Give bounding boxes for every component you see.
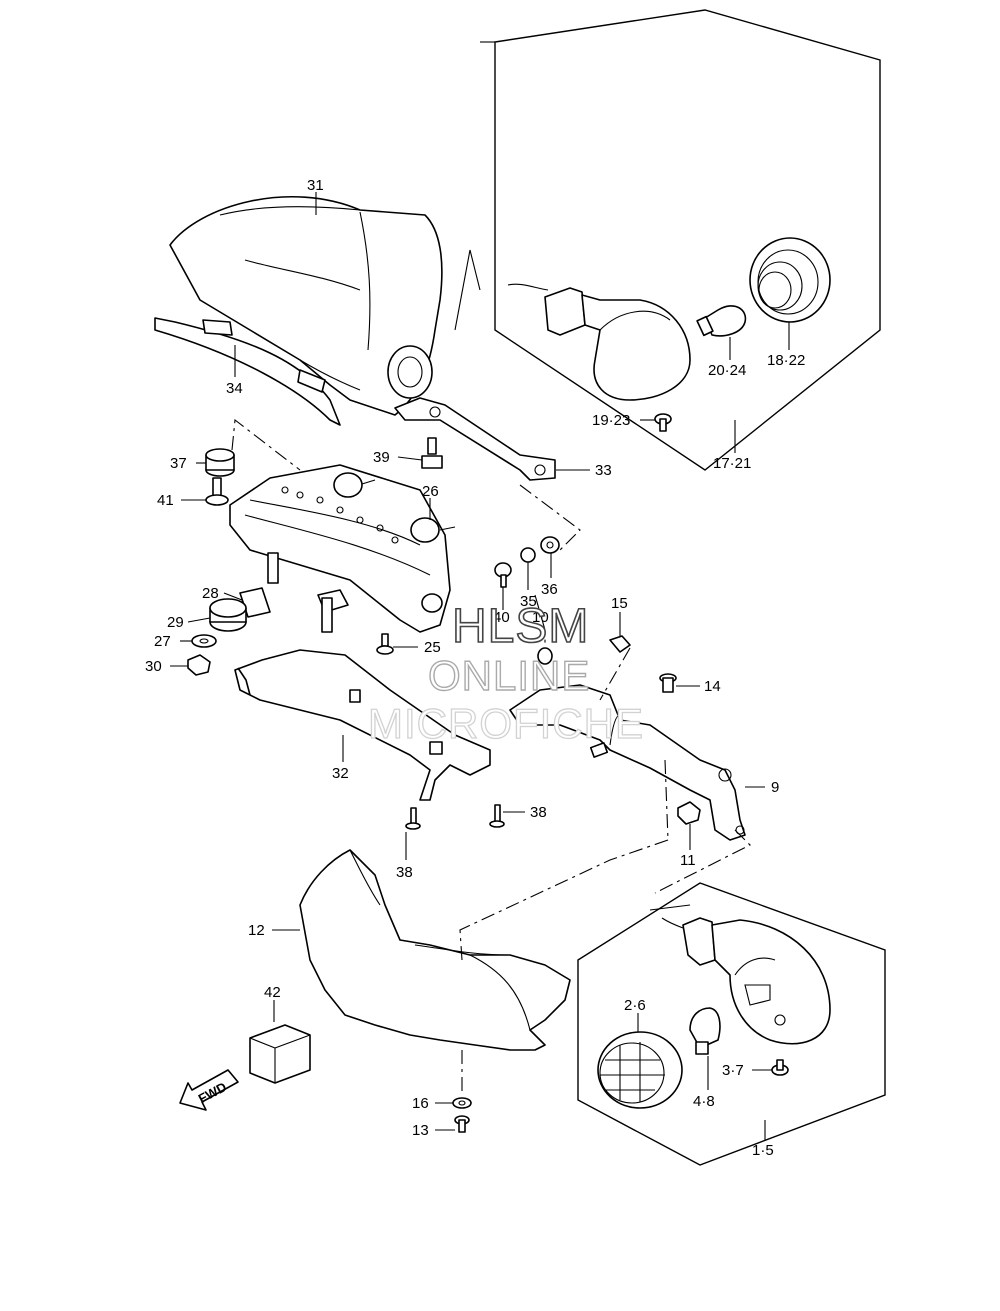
callout-3-7: 3·7 (722, 1062, 744, 1079)
callout-34: 34 (226, 380, 243, 397)
callout-32: 32 (332, 765, 349, 782)
watermark: HLSM ONLINE MICROFICHE (367, 599, 644, 747)
callout-11: 11 (680, 852, 696, 869)
fwd-label: FWD (196, 1079, 229, 1106)
lower-mount-bracket (234, 649, 491, 801)
rear-bulb (696, 305, 747, 337)
callout-14: 14 (704, 678, 721, 695)
callout-labels: 31 34 37 41 39 26 33 28 29 27 30 25 40 3… (145, 177, 805, 1159)
callout-9: 9 (771, 779, 779, 796)
front-signal-bracket (509, 684, 746, 841)
callout-17-21: 17·21 (713, 455, 751, 472)
washer-35 (520, 547, 536, 563)
rivet-38-left (405, 807, 421, 830)
callout-18-22: 18·22 (767, 352, 805, 369)
callout-26: 26 (422, 483, 439, 500)
rivet-38-right (489, 804, 505, 828)
rear-turn-signal-unit (507, 283, 691, 401)
front-bulb (689, 1007, 721, 1055)
callout-38-left: 38 (396, 864, 413, 881)
callout-13: 13 (412, 1122, 429, 1139)
callout-1-5: 1·5 (752, 1142, 774, 1159)
callout-4-8: 4·8 (693, 1093, 715, 1110)
front-lens-screw (771, 1059, 789, 1076)
mounting-bolt-39 (421, 437, 443, 469)
callout-2-6: 2·6 (624, 997, 646, 1014)
signal-mount-bracket (394, 397, 556, 481)
rear-lens-screw (654, 413, 672, 432)
callout-40: 40 (493, 609, 510, 626)
bolt-15 (609, 635, 631, 653)
callout-27: 27 (154, 633, 171, 650)
callout-35: 35 (520, 593, 537, 610)
front-turn-signal-kit-box (577, 882, 886, 1166)
callout-28: 28 (202, 585, 219, 602)
front-turn-signal-unit (661, 917, 831, 1045)
callout-25: 25 (424, 639, 441, 656)
callout-20-24: 20·24 (708, 362, 746, 379)
washer-16 (452, 1097, 472, 1109)
watermark-line-2: ONLINE (428, 652, 590, 699)
rubber-grommet (209, 598, 247, 632)
screw-25 (376, 633, 394, 655)
front-signal-cover (299, 849, 571, 1051)
callout-41: 41 (157, 492, 174, 509)
callout-33: 33 (595, 462, 612, 479)
callout-15: 15 (611, 595, 628, 612)
rear-turn-signal-kit-box (454, 9, 881, 471)
bolt-14 (659, 673, 677, 693)
fwd-arrow-icon: FWD (179, 1069, 239, 1111)
mounting-bolt-41 (205, 477, 229, 506)
callout-31: 31 (307, 177, 324, 194)
callout-30: 30 (145, 658, 162, 675)
front-lens (597, 1031, 683, 1109)
leader-lines (170, 192, 790, 1140)
tail-light-housing (229, 464, 456, 633)
nut-11 (677, 801, 701, 825)
screw-40 (494, 562, 512, 588)
callout-39: 39 (373, 449, 390, 466)
callout-38-right: 38 (530, 804, 547, 821)
callout-10: 10 (532, 609, 549, 626)
rear-lens (749, 237, 831, 323)
callout-12: 12 (248, 922, 265, 939)
screw-13 (454, 1115, 470, 1133)
turn-signal-relay (249, 1024, 311, 1084)
nut (187, 654, 211, 676)
stud-bolt (267, 552, 333, 633)
rubber-grommet-top (205, 448, 235, 477)
callout-42: 42 (264, 984, 281, 1001)
callout-36: 36 (541, 581, 558, 598)
callout-37: 37 (170, 455, 187, 472)
callout-16: 16 (412, 1095, 429, 1112)
assembly-lines (231, 418, 751, 1095)
cowl-trim-strip (154, 317, 341, 426)
watermark-line-3: MICROFICHE (368, 700, 644, 747)
callout-29: 29 (167, 614, 184, 631)
washer (191, 634, 217, 648)
collar-36 (540, 536, 560, 554)
watermark-line-1: HLSM (452, 600, 589, 653)
callout-19-23: 19·23 (592, 412, 630, 429)
